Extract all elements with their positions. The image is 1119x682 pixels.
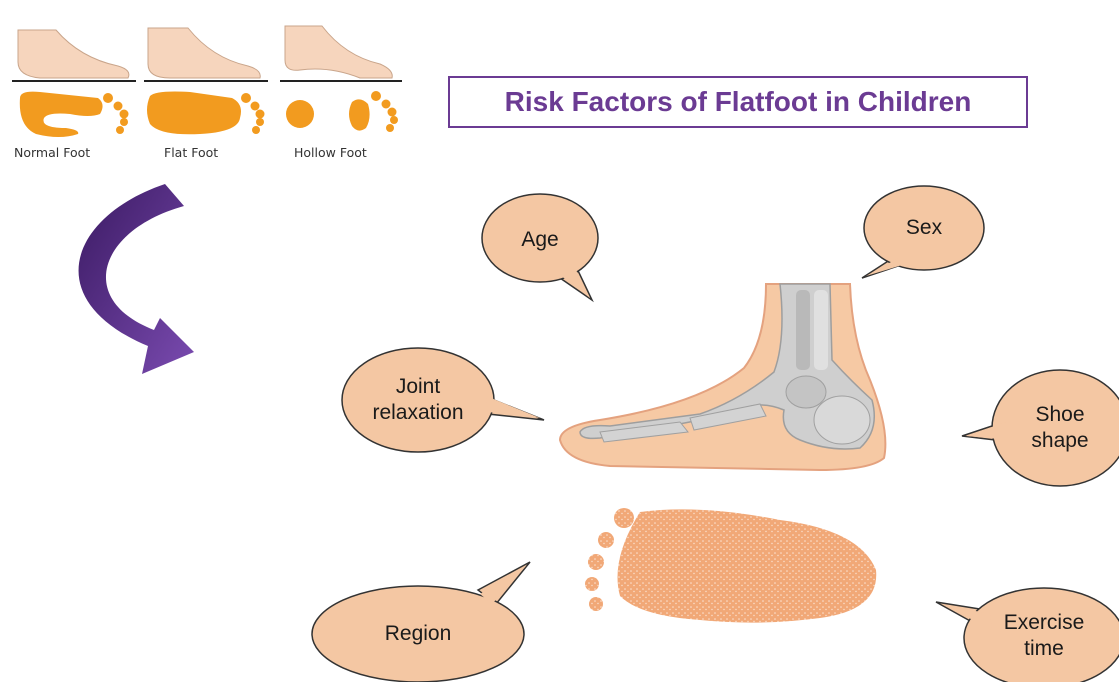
foot-label-hollow: Hollow Foot <box>294 145 367 160</box>
flat-foot-print-icon <box>147 92 265 135</box>
diagram-title: Risk Factors of Flatfoot in Children <box>448 76 1028 128</box>
risk-factor-exercise-time: Exercise time <box>964 606 1119 666</box>
risk-factor-exercise-time-line-1: Exercise <box>1004 610 1085 636</box>
hollow-foot-side-icon <box>285 26 392 78</box>
normal-foot-print-icon <box>20 92 129 137</box>
risk-factor-shoe-shape-line-2: shape <box>1031 428 1088 454</box>
hollow-foot-print-icon <box>286 91 398 132</box>
footprint-sole-icon <box>585 508 876 623</box>
risk-factor-exercise-time-line-2: time <box>1024 636 1064 662</box>
risk-factor-shoe-shape-line-1: Shoe <box>1035 402 1084 428</box>
risk-factor-sex: Sex <box>864 208 984 248</box>
risk-factor-shoe-shape: Shoe shape <box>992 398 1119 458</box>
risk-factor-joint-relaxation-line-1: Joint <box>396 374 440 400</box>
risk-factor-age: Age <box>482 220 598 260</box>
foot-anatomy-illustration <box>560 284 885 470</box>
risk-factor-joint-relaxation-line-2: relaxation <box>372 400 463 426</box>
risk-factor-region: Region <box>340 614 496 654</box>
curved-arrow-icon <box>79 184 194 374</box>
risk-factor-joint-relaxation: Joint relaxation <box>342 372 494 428</box>
foot-label-normal: Normal Foot <box>14 145 90 160</box>
normal-foot-side-icon <box>18 30 129 78</box>
flat-foot-side-icon <box>148 28 260 78</box>
foot-label-flat: Flat Foot <box>164 145 218 160</box>
